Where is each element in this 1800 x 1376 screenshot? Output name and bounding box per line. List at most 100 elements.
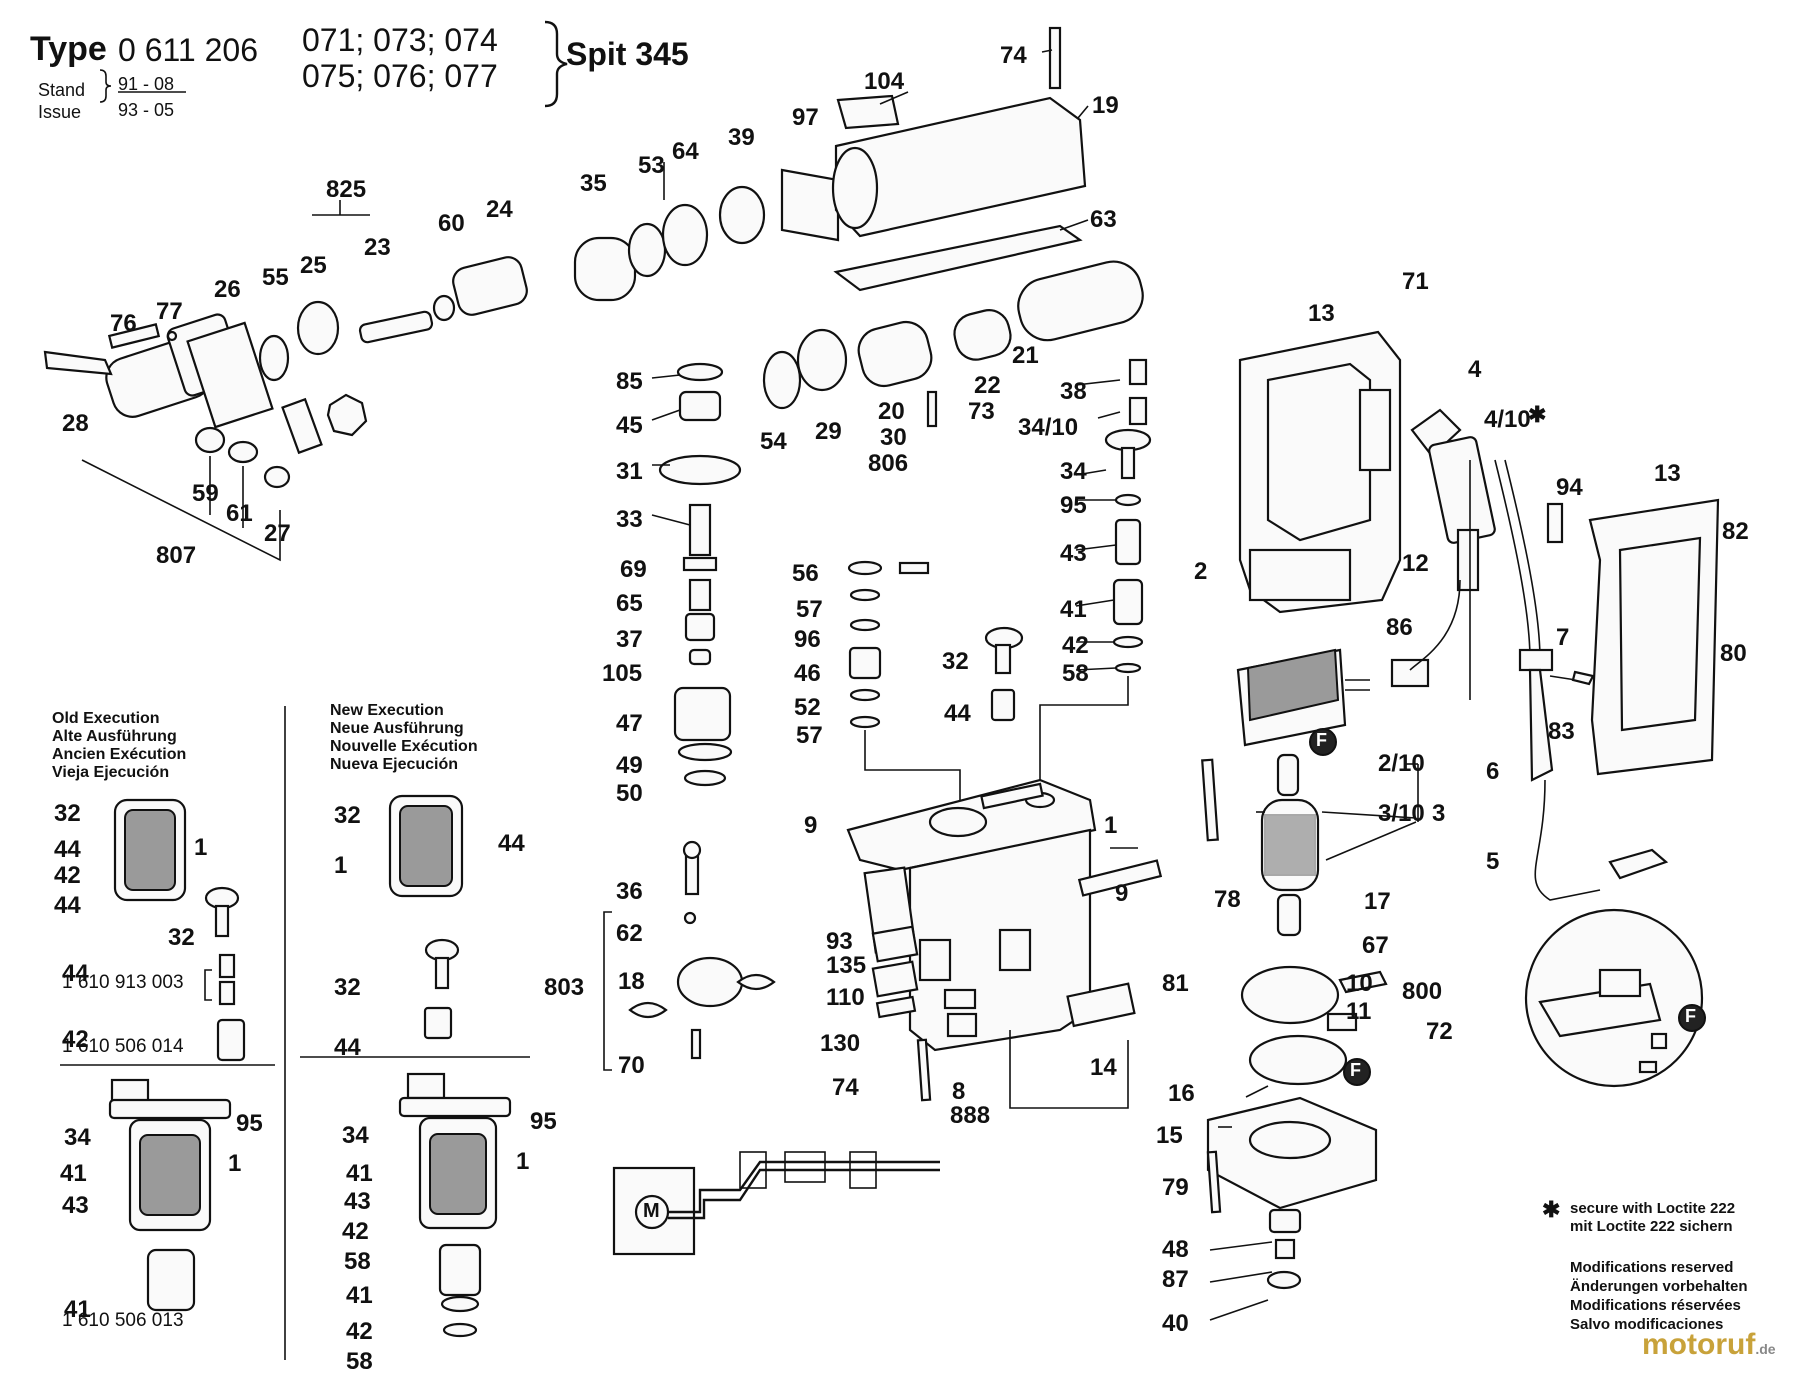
variants-line-1: 071; 073; 074 [302, 22, 498, 58]
callout-label: 34 [1060, 458, 1087, 485]
callout-label: 18 [618, 968, 645, 995]
stand-value: 91 - 08 [118, 74, 175, 94]
callout-label: 63 [1090, 206, 1117, 233]
callout-label: 64 [672, 138, 699, 165]
modifications-en: Modifications reserved [1570, 1259, 1734, 1276]
callout-label: 41 [64, 1296, 91, 1323]
callout-label: 22 [974, 372, 1001, 399]
callout-label: 87 [1162, 1266, 1189, 1293]
callout-label: 44 [944, 700, 971, 727]
callout-label: 85 [616, 368, 643, 395]
f-marker-2: F [1350, 1060, 1361, 1080]
callout-label: 10 [1346, 970, 1373, 997]
callout-label: 46 [794, 660, 821, 687]
callout-label: 8 [952, 1078, 966, 1105]
callout-label: 17 [1364, 888, 1391, 915]
callout-label: 2 [1194, 558, 1208, 585]
part-number-44: 1 610 913 003 [62, 972, 184, 993]
callout-label: 34/10 [1018, 414, 1079, 441]
variants-line-2: 075; 076; 077 [302, 58, 498, 94]
modifications-de: Änderungen vorbehalten [1570, 1278, 1748, 1295]
callout-label: 803 [544, 974, 585, 1001]
callout-label: 11 [1346, 998, 1372, 1025]
callout-label: 54 [760, 428, 787, 455]
callout-label: 800 [1402, 978, 1443, 1005]
detail-circle [1524, 908, 1704, 1088]
callout-label: 25 [300, 252, 327, 279]
switch-assembly [1390, 408, 1669, 901]
callout-label: 13 [1308, 300, 1335, 327]
motor-symbol: M [643, 1200, 660, 1222]
callout-label: 47 [616, 710, 643, 737]
old-execution-en: Old Execution [52, 710, 160, 727]
callout-label: 34 [342, 1122, 369, 1149]
handle-right-half [1546, 498, 1720, 776]
callout-label: 52 [794, 694, 821, 721]
callout-label: 37 [616, 626, 643, 653]
callout-label: 807 [156, 542, 197, 569]
watermark-text: motoruf [1642, 1328, 1756, 1361]
callout-label: 97 [792, 104, 819, 131]
callout-label: 43 [62, 1192, 89, 1219]
model-name: Spit 345 [566, 36, 689, 72]
callout-label: 53 [638, 152, 665, 179]
callout-label: 26 [214, 276, 241, 303]
inset-dividers [60, 706, 530, 1360]
callout-label: 44 [62, 960, 89, 987]
callout-label: 5 [1486, 848, 1500, 875]
callout-label: 95 [236, 1110, 263, 1137]
old-execution-es: Vieja Ejecución [52, 764, 170, 781]
callout-label: 57 [796, 722, 823, 749]
header-brace [99, 20, 568, 108]
callout-label: 1 [1104, 812, 1118, 839]
modifications-note: Modifications reserved Änderungen vorbeh… [1570, 1258, 1748, 1334]
leader-lines [651, 49, 1419, 1321]
callout-label: 56 [792, 560, 819, 587]
callout-label: 44 [54, 836, 81, 863]
callout-label: 24 [486, 196, 513, 223]
f-markers [1309, 728, 1706, 1086]
loctite-note: secure with Loctite 222 mit Loctite 222 … [1570, 1200, 1735, 1236]
callout-label: 65 [616, 590, 643, 617]
callout-label: 44 [498, 830, 525, 857]
old-execution-heading: Old Execution Alte Ausführung Ancien Exé… [52, 710, 186, 782]
callout-label: 50 [616, 780, 643, 807]
loctite-star: ✱ [1542, 1197, 1561, 1222]
callout-label: 67 [1362, 932, 1389, 959]
callout-label: 105 [602, 660, 643, 687]
callout-label: 32 [334, 802, 361, 829]
new-execution-fr: Nouvelle Exécution [330, 738, 478, 755]
callout-label: 130 [820, 1030, 861, 1057]
callout-label: 806 [868, 450, 909, 477]
callout-label: 95 [530, 1108, 557, 1135]
callout-label: 58 [346, 1348, 373, 1375]
callout-label: 4 [1468, 356, 1482, 383]
loctite-note-en: secure with Loctite 222 [1570, 1200, 1736, 1217]
callout-label: 31 [616, 458, 643, 485]
f-marker-3: F [1685, 1006, 1696, 1026]
callout-label: 13 [1654, 460, 1681, 487]
callout-label: 110 [826, 984, 865, 1011]
hammer-tube-group [43, 200, 528, 562]
callout-label: 94 [1556, 474, 1583, 501]
loctite-note-de: mit Loctite 222 sichern [1570, 1218, 1733, 1235]
part-number-41: 1 610 506 013 [62, 1310, 184, 1331]
new-execution-en: New Execution [330, 702, 444, 719]
callout-label: 1 [194, 834, 208, 861]
callout-label: 42 [342, 1218, 369, 1245]
stand-label: Stand [38, 80, 86, 100]
type-word: Type [30, 30, 107, 68]
watermark-suffix: .de [1755, 1341, 1776, 1357]
callout-label: 70 [618, 1052, 645, 1079]
callout-label: 60 [438, 210, 465, 237]
new-execution-de: Neue Ausführung [330, 720, 464, 737]
callout-label: 2/10 [1378, 750, 1425, 777]
callout-label: 12 [1402, 550, 1429, 577]
callout-label: 9 [1115, 880, 1129, 907]
callout-label: 7 [1556, 624, 1570, 651]
part-number-42: 1 610 506 014 [62, 1036, 184, 1057]
callout-label: 59 [192, 480, 219, 507]
gear-stack-left [658, 362, 742, 787]
